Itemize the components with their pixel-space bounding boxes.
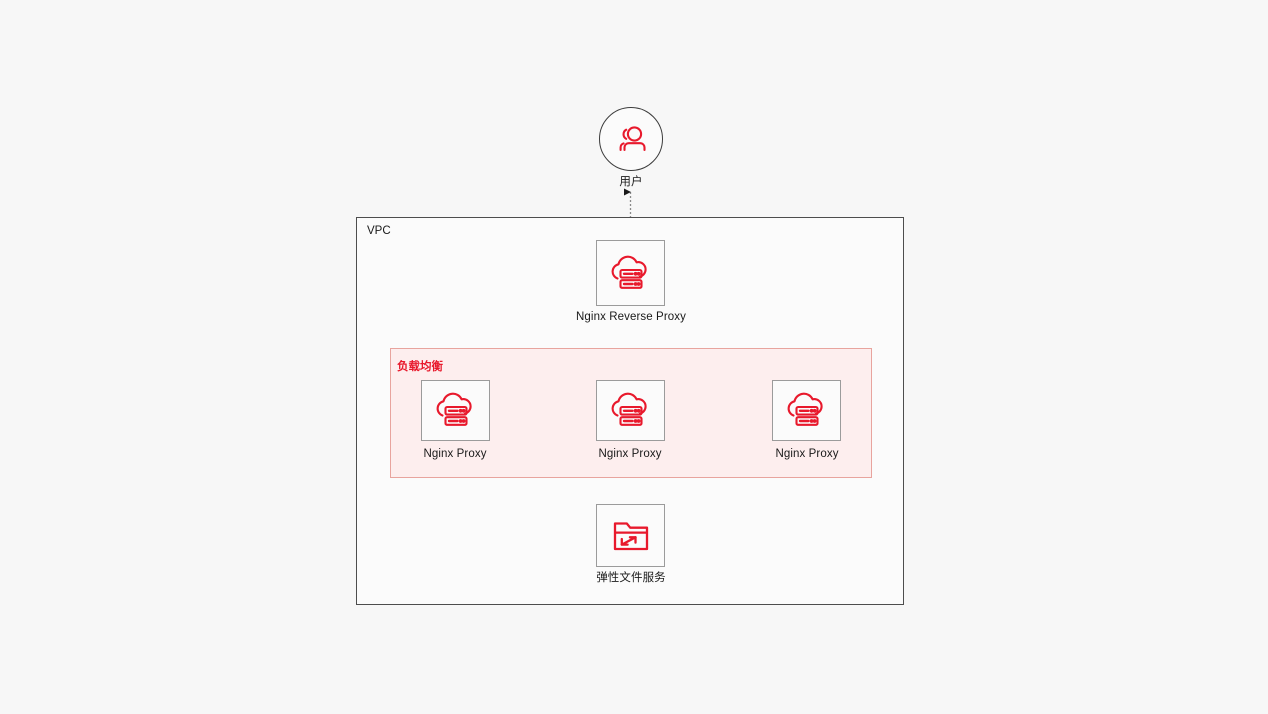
node-user-circle[interactable] [599,107,663,171]
node-nginx-proxy-left-label: Nginx Proxy [423,448,487,460]
node-nginx-proxy-right-label: Nginx Proxy [775,448,839,460]
cloud-server-icon [607,250,655,298]
folder-expand-icon [608,513,654,559]
node-nginx-proxy-left[interactable] [421,380,490,441]
users-icon [612,120,652,160]
cloud-server-icon [607,387,655,435]
node-nginx-proxy-center-label: Nginx Proxy [598,448,662,460]
node-user-label: 用户 [619,176,643,188]
node-elastic-file-service[interactable] [596,504,665,567]
node-nginx-proxy-center[interactable] [596,380,665,441]
node-nginx-reverse-proxy[interactable] [596,240,665,306]
cloud-server-icon [432,387,480,435]
vpc-label: VPC [367,225,391,237]
cloud-server-icon [783,387,831,435]
node-elastic-file-service-label: 弹性文件服务 [596,572,666,584]
node-nginx-reverse-proxy-label: Nginx Reverse Proxy [576,311,686,323]
node-nginx-proxy-right[interactable] [772,380,841,441]
load-balancer-group-label: 负载均衡 [397,361,443,373]
